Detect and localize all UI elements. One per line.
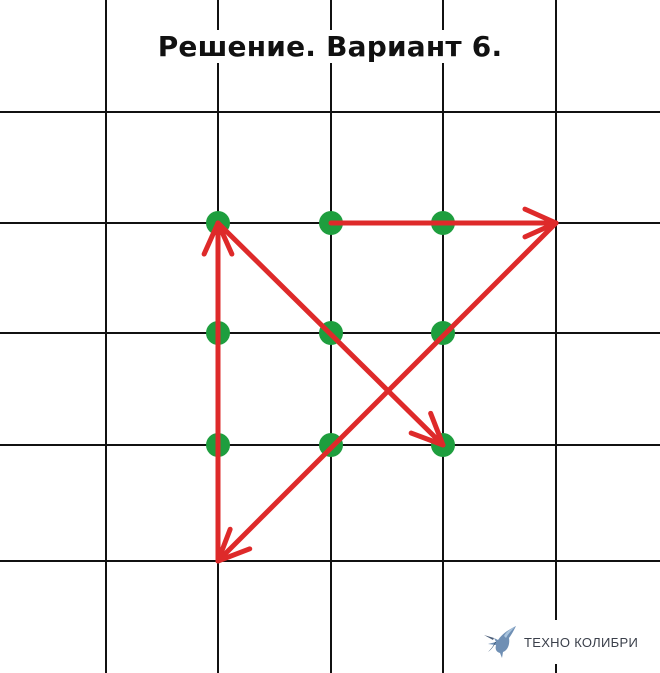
title-container: Решение. Вариант 6. bbox=[0, 30, 660, 63]
path-arrow-line bbox=[215, 220, 446, 448]
watermark: ТЕХНО КОЛИБРИ bbox=[482, 620, 643, 664]
page-title: Решение. Вариант 6. bbox=[153, 30, 507, 63]
watermark-text: ТЕХНО КОЛИБРИ bbox=[524, 634, 639, 650]
hummingbird-icon bbox=[484, 626, 516, 658]
path-arrowhead bbox=[408, 410, 446, 448]
